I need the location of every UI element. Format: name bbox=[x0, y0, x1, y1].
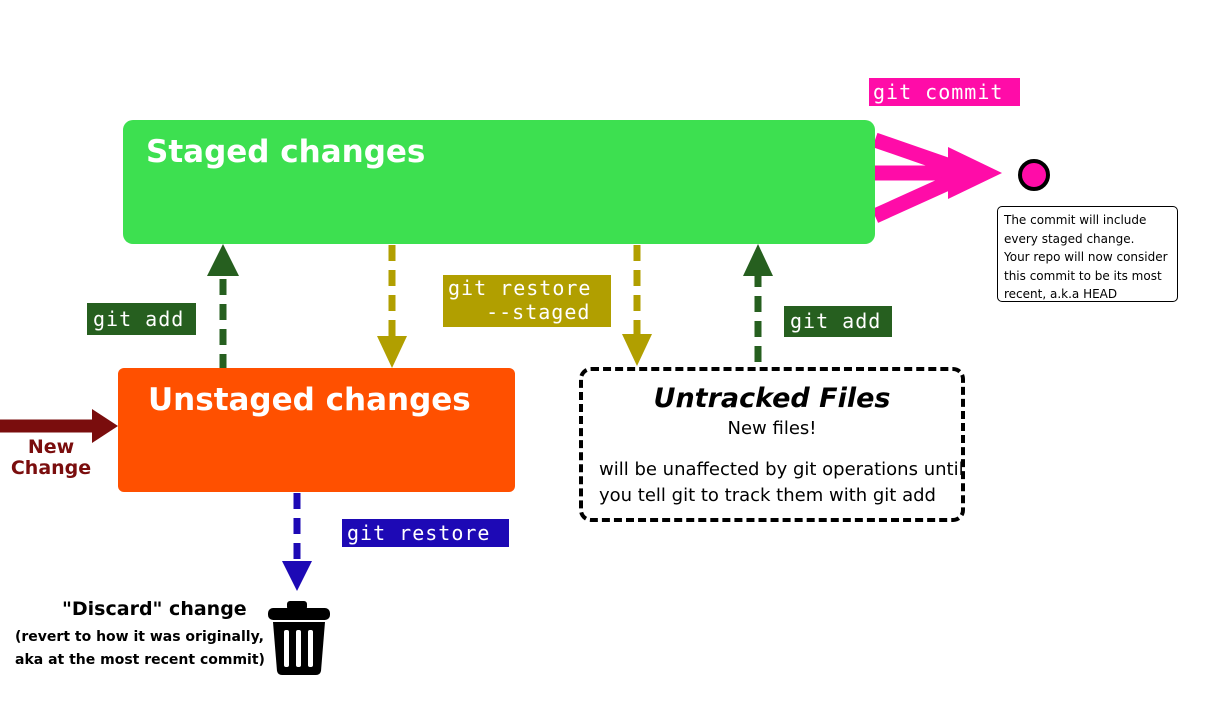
new-change-label: New Change bbox=[2, 437, 100, 479]
restore-staged-to-untracked-arrow bbox=[622, 245, 652, 366]
untracked-files-subtitle: New files! bbox=[727, 418, 817, 439]
unstaged-changes-box: Unstaged changes bbox=[118, 368, 515, 492]
discard-line1: (revert to how it was originally, bbox=[15, 629, 264, 645]
git-commit-label: git commit bbox=[869, 78, 1020, 106]
trash-icon bbox=[268, 601, 330, 675]
staged-changes-title: Staged changes bbox=[146, 134, 426, 170]
untracked-files-description-line2: you tell git to track them with git add bbox=[599, 485, 936, 506]
git-add-left-arrow bbox=[207, 244, 239, 370]
git-restore-staged-label-line1: git restore bbox=[448, 276, 592, 300]
git-add-left-label: git add bbox=[87, 303, 196, 335]
git-add-right-arrow bbox=[743, 244, 773, 362]
commit-note-line4: this commit to be its most bbox=[1004, 268, 1162, 283]
commit-dot-icon bbox=[1018, 159, 1050, 191]
commit-note-line5: recent, a.k.a HEAD bbox=[1004, 287, 1118, 301]
staged-changes-box: Staged changes bbox=[123, 120, 875, 244]
git-restore-staged-label-line2: --staged bbox=[460, 300, 591, 324]
discard-title: "Discard" change bbox=[62, 598, 247, 620]
discard-line2: aka at the most recent commit) bbox=[15, 652, 265, 668]
new-change-line2: Change bbox=[10, 457, 92, 479]
git-add-right-label: git add bbox=[784, 306, 892, 337]
unstaged-changes-title: Unstaged changes bbox=[148, 382, 471, 418]
commit-note-line3: Your repo will now consider bbox=[1004, 250, 1168, 264]
commit-note-line1: The commit will include bbox=[1004, 213, 1147, 227]
git-restore-arrow bbox=[282, 493, 312, 591]
new-change-line1: New bbox=[27, 436, 75, 458]
untracked-files-title: Untracked Files bbox=[653, 383, 891, 414]
git-restore-label: git restore bbox=[342, 519, 509, 547]
restore-staged-to-unstaged-arrow bbox=[377, 245, 407, 368]
untracked-files-box: Untracked Files New files! will be unaff… bbox=[579, 367, 965, 522]
commit-note-line2: every staged change. bbox=[1004, 231, 1135, 246]
new-change-arrow bbox=[0, 409, 118, 443]
git-commit-arrow bbox=[871, 132, 1002, 223]
untracked-files-description-line1: will be unaffected by git operations unt… bbox=[599, 459, 964, 480]
commit-note-box: The commit will include every staged cha… bbox=[997, 206, 1178, 302]
git-restore-staged-label-bg: git restore --staged bbox=[443, 275, 611, 327]
